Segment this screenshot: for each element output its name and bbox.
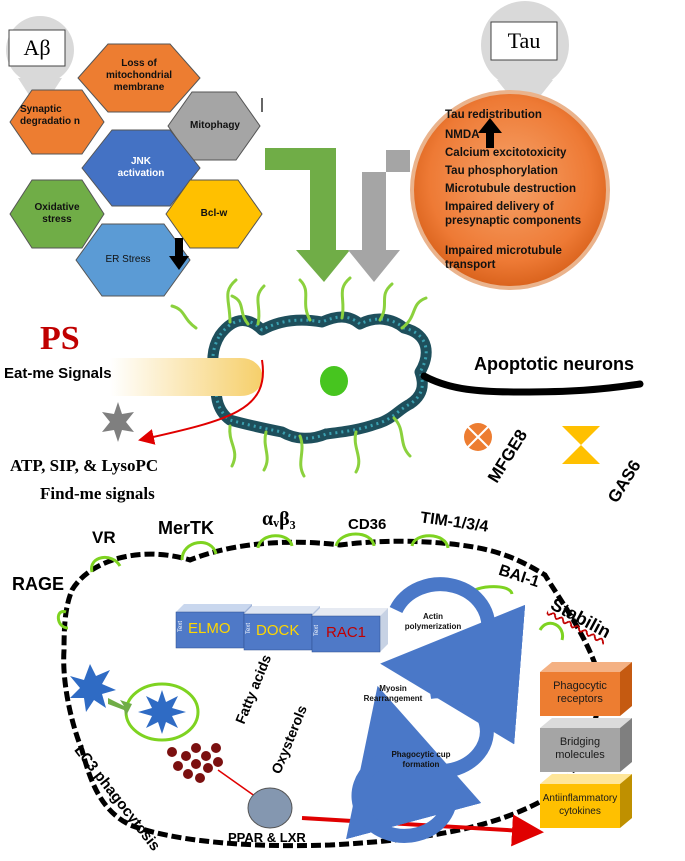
stack-antiinflammatory: Antiinflammatory cytokines [542, 793, 618, 817]
stack-bridging-molecules: Bridging molecules [555, 736, 605, 761]
hex-synaptic-label: Synaptic degradatio n [20, 104, 81, 127]
stack-phagocytic-receptors: Phagocytic receptors [553, 680, 607, 705]
receptor-avb3: αᵥβ₃ [262, 508, 296, 530]
receptor-vr: VR [92, 528, 116, 547]
find-me-label: Find-me signals [40, 484, 155, 503]
dock-label: DOCK [256, 622, 300, 639]
rac1-text-tag: Text [314, 624, 320, 636]
tau-label: Tau [507, 28, 541, 53]
hexagon-cluster [9, 43, 263, 297]
tau-effects-circle [410, 90, 610, 290]
tau-item-impaired-transport: Impaired microtubule transport [445, 245, 562, 271]
find-me-arrow [138, 359, 264, 445]
abeta-label: Aβ [23, 35, 51, 60]
down-arrow-icon [169, 238, 189, 270]
apoptotic-label: Apoptotic neurons [474, 354, 634, 374]
tau-item-nmda: NMDA [445, 129, 480, 141]
elmo-label: ELMO [188, 620, 231, 637]
tau-item-calcium: Calcium excitotoxicity [445, 147, 567, 159]
hex-jnk-label: JNK activation [117, 156, 165, 179]
mfge8-icon [464, 423, 492, 451]
neuron-nucleus [320, 366, 348, 396]
cup-label: Phagocytic cup formation [391, 750, 451, 769]
hex-mitophagy-label: Mitophagy [190, 120, 240, 131]
ppar-label: PPAR & LXR [228, 830, 306, 845]
ps-label: PS [40, 320, 80, 357]
green-arrow-icon [108, 698, 132, 716]
outcome-stack [540, 662, 632, 828]
find-me-list-label: ATP, SIP, & LysoPC [10, 456, 159, 475]
hex-er-label: ER Stress [105, 254, 151, 265]
myosin-label: Myosin Rearrangement [363, 684, 423, 703]
tau-item-microtubule-destruction: Microtubule destruction [445, 183, 576, 195]
hex-loss-mito-label: Loss of mitochondrial membrane [105, 58, 173, 93]
engulfed-blue-star-icon [138, 690, 186, 734]
tau-item-redistribution: Tau redistribution [445, 109, 542, 121]
receptor-mertk: MerTK [158, 518, 215, 538]
hex-bclw [165, 179, 263, 249]
blue-star-icon [70, 664, 116, 712]
gas6-icon [562, 426, 600, 464]
hex-jnk [81, 129, 201, 207]
ppar-nucleus [247, 787, 293, 829]
eat-me-bar [110, 358, 263, 396]
hex-synaptic [9, 89, 105, 155]
eat-me-label: Eat-me Signals [4, 365, 112, 382]
elmo-text-tag: Text [178, 620, 184, 632]
receptor-rage: RAGE [12, 574, 65, 594]
hex-oxidative-label: Oxidative stress [34, 202, 80, 225]
abeta-pin [6, 16, 74, 112]
dock-text-tag: Text [246, 622, 252, 634]
converging-arrows [265, 148, 410, 282]
gray-star-icon [102, 402, 134, 442]
actin-label: Actin polymerization [404, 612, 462, 631]
hex-er [75, 223, 191, 297]
receptor-cd36: CD36 [348, 516, 387, 533]
tau-item-phosphorylation: Tau phosphorylation [445, 165, 558, 177]
hex-loss-mito [77, 43, 201, 113]
apoptotic-neuron [170, 276, 644, 478]
hex-bclw-label: Bcl-w [200, 208, 228, 219]
cycle-arrows [346, 577, 526, 843]
hex-oxidative [9, 179, 105, 249]
rac1-label: RAC1 [326, 624, 367, 641]
up-arrow-icon [478, 118, 502, 148]
tau-item-impaired-delivery: Impaired delivery of presynaptic compone… [445, 201, 582, 227]
